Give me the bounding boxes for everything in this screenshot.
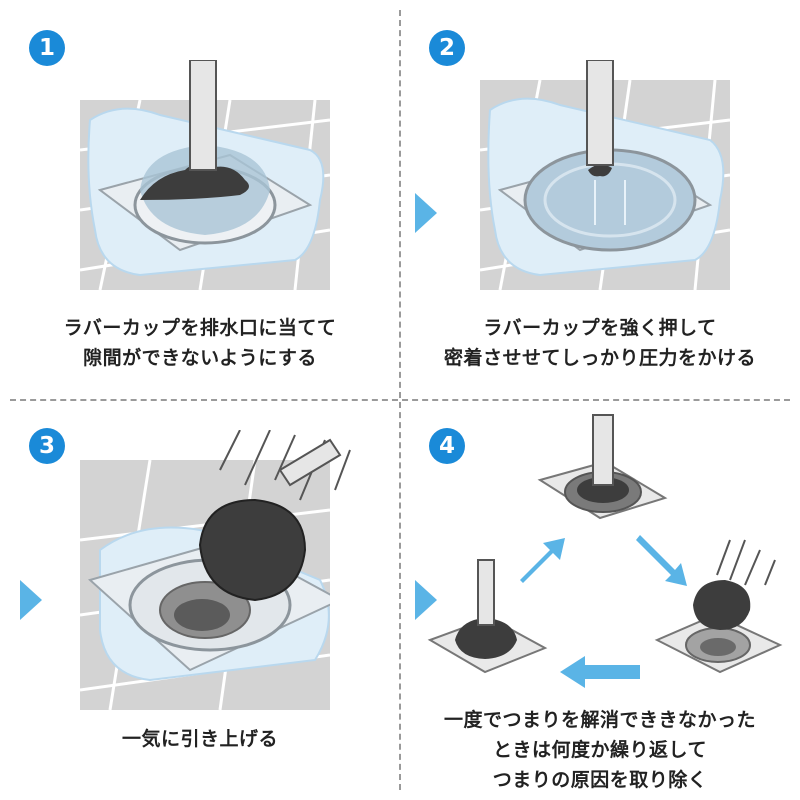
step-number-badge: 3 — [29, 428, 65, 464]
arrow-right-icon — [415, 193, 437, 233]
arrow-up-right-icon — [520, 538, 565, 583]
arrow-right-icon — [20, 580, 42, 620]
step-number-badge: 4 — [429, 428, 465, 464]
arrow-left-icon — [560, 656, 640, 688]
plunger-lifting-illustration — [80, 430, 351, 710]
arrow-right-icon — [415, 580, 437, 620]
step-1-caption: ラバーカップを排水口に当てて 隙間ができないようにする — [0, 313, 400, 373]
caption-line: つまりの原因を取り除く — [492, 769, 708, 791]
step-3-panel: 3 一気に引き上げる — [0, 400, 400, 800]
cycle-arrows — [520, 535, 687, 688]
step-number-badge: 1 — [29, 30, 65, 66]
arrow-down-right-icon — [636, 535, 687, 586]
step-3-caption: 一気に引き上げる — [0, 724, 400, 754]
caption-line: 隙間ができないようにする — [83, 347, 317, 369]
caption-line: 一気に引き上げる — [121, 728, 278, 750]
caption-line: 一度でつまりを解消でききなかった — [443, 709, 756, 731]
step-1-panel: 1 ラバーカップを排水口に当てて 隙間ができないようにする — [0, 0, 400, 400]
step-2-panel: 2 ラバーカップを強く押して 密着させせてしっかり圧力をかける — [400, 0, 800, 400]
caption-line: ラバーカップを排水口に当てて — [63, 317, 337, 339]
horizontal-divider — [10, 399, 790, 401]
step-4-caption: 一度でつまりを解消でききなかった ときは何度か繰り返して つまりの原因を取り除く — [405, 705, 795, 795]
caption-line: 密着させせてしっかり圧力をかける — [443, 347, 756, 369]
caption-line: ときは何度か繰り返して — [493, 739, 707, 761]
cycle-place-stage — [427, 559, 548, 674]
repeat-cycle-illustration — [427, 414, 783, 688]
step-4-panel: 4 — [400, 400, 800, 800]
step-number-badge: 2 — [429, 30, 465, 66]
caption-line: ラバーカップを強く押して — [483, 317, 717, 339]
plunger-on-drain-illustration — [80, 60, 330, 290]
plunger-pressing-illustration — [480, 60, 730, 290]
cycle-press-stage — [537, 414, 668, 520]
cycle-lift-stage — [654, 539, 783, 674]
step-2-caption: ラバーカップを強く押して 密着させせてしっかり圧力をかける — [400, 313, 800, 373]
